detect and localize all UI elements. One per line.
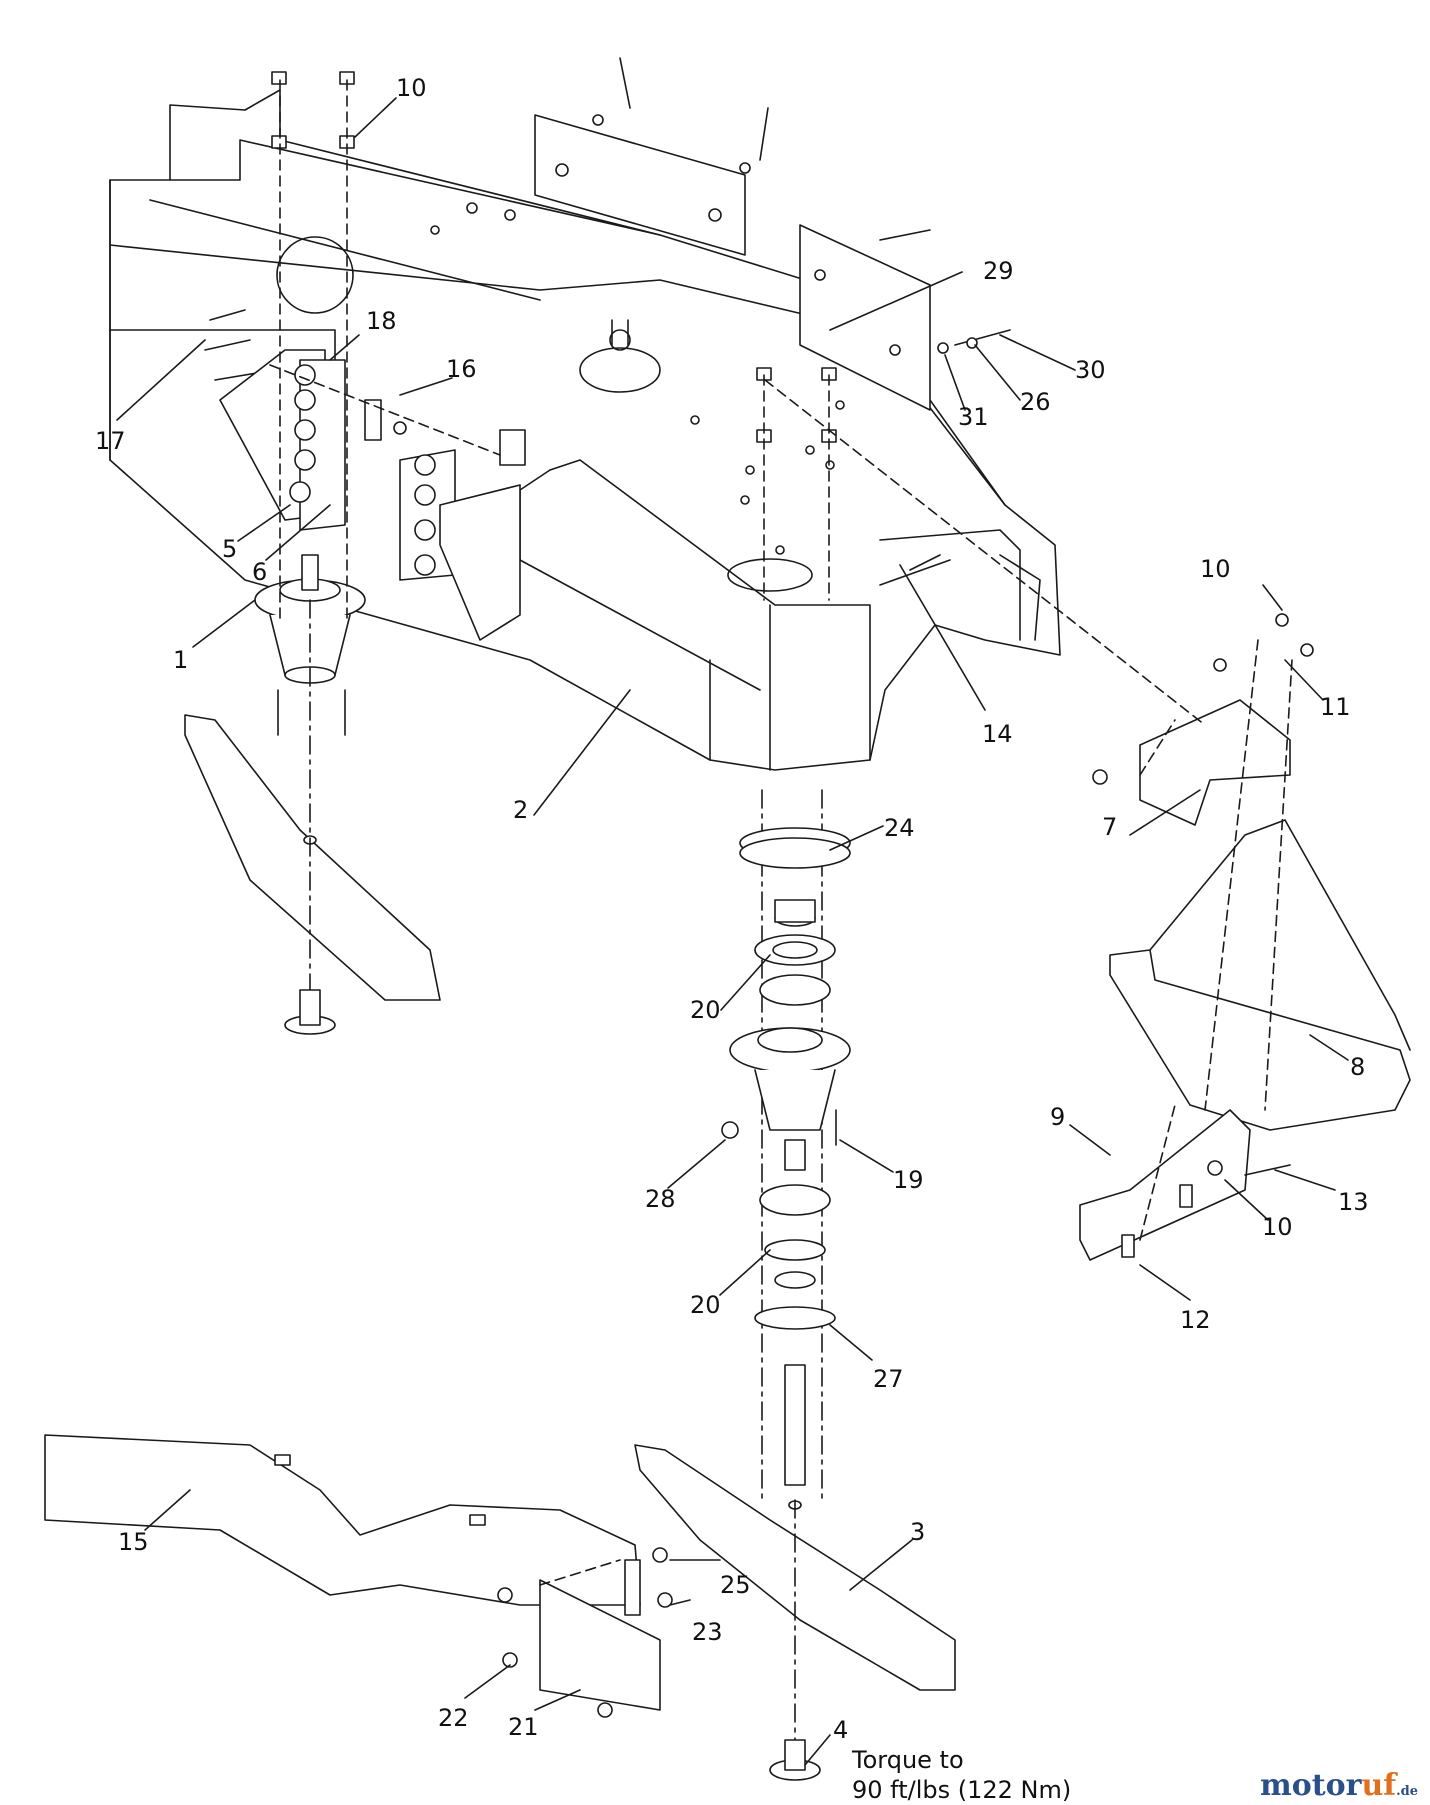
center-blade <box>634 1444 956 1781</box>
watermark-accent: uf <box>1361 1768 1397 1803</box>
callout-8: 8 <box>1350 1053 1366 1081</box>
callout-11: 11 <box>1320 693 1351 721</box>
left-mount-plates <box>219 349 407 531</box>
center-mount-plates <box>399 429 526 641</box>
callout-22: 22 <box>438 1704 469 1732</box>
callout-21: 21 <box>508 1713 539 1741</box>
bottom-baffle <box>44 1434 673 1718</box>
callout-29: 29 <box>983 257 1014 285</box>
callout-9: 9 <box>1050 1103 1066 1131</box>
torque-note-line-2: 90 ft/lbs (122 Nm) <box>852 1776 1072 1804</box>
right-bumper <box>1109 819 1411 1131</box>
callout-28: 28 <box>645 1185 676 1213</box>
callout-4: 4 <box>833 1716 849 1744</box>
callout-7: 7 <box>1102 813 1118 841</box>
leader-lines <box>116 97 1349 1766</box>
callout-12: 12 <box>1180 1306 1211 1334</box>
watermark-tld: .de <box>1396 1784 1419 1799</box>
right-bracket <box>1092 613 1314 826</box>
watermark-main: motor <box>1260 1768 1362 1803</box>
center-spindle-stack <box>721 789 851 1501</box>
callout-6: 6 <box>252 558 268 586</box>
callout-13: 13 <box>1338 1188 1369 1216</box>
torque-note-line-1: Torque to <box>852 1746 964 1774</box>
torque-note: Torque to 90 ft/lbs (122 Nm) <box>852 1745 1071 1805</box>
callout-15: 15 <box>118 1528 149 1556</box>
top-bumper-left <box>534 57 769 256</box>
right-bumper-bracket <box>1079 1109 1291 1261</box>
callout-14: 14 <box>982 720 1013 748</box>
callout-31: 31 <box>958 403 989 431</box>
left-blade <box>184 599 441 1035</box>
callout-16: 16 <box>446 355 477 383</box>
callout-26: 26 <box>1020 388 1051 416</box>
callout-19: 19 <box>893 1166 924 1194</box>
callout-27: 27 <box>873 1365 904 1393</box>
callout-17: 17 <box>95 427 126 455</box>
callout-20-upper: 20 <box>690 996 721 1024</box>
callout-25: 25 <box>720 1571 751 1599</box>
callout-1: 1 <box>173 646 189 674</box>
watermark-logo: motoruf.de <box>1260 1768 1418 1803</box>
callout-30: 30 <box>1075 356 1106 384</box>
callout-23: 23 <box>692 1618 723 1646</box>
callout-3: 3 <box>910 1518 926 1546</box>
callout-5: 5 <box>222 535 238 563</box>
callout-10-lower: 10 <box>1262 1213 1293 1241</box>
callout-2: 2 <box>513 796 529 824</box>
callout-10-top: 10 <box>396 74 427 102</box>
assembly-lines <box>269 79 1293 1586</box>
callout-18: 18 <box>366 307 397 335</box>
callout-20-lower: 20 <box>690 1291 721 1319</box>
callout-24: 24 <box>884 814 915 842</box>
callout-10-right: 10 <box>1200 555 1231 583</box>
